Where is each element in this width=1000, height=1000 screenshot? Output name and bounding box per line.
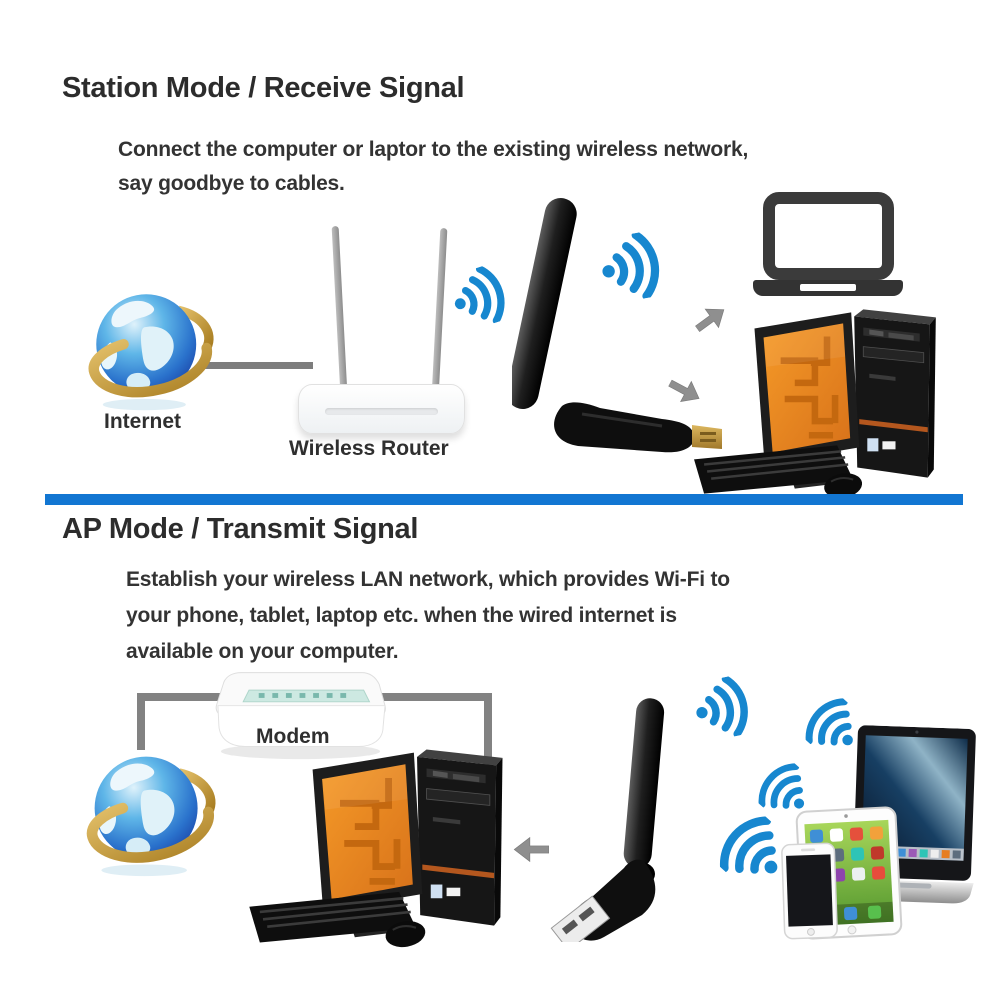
cable-modem-left	[137, 693, 232, 701]
ap-desc-line-3: available on your computer.	[126, 640, 399, 663]
ap-desc-line-2: your phone, tablet, laptop etc. when the…	[126, 604, 677, 627]
cable-modem-right-drop	[484, 693, 492, 767]
laptop-base	[753, 280, 903, 296]
ap-mode-description: Establish your wireless LAN network, whi…	[126, 562, 730, 670]
cable-globe-to-router	[205, 362, 313, 369]
wireless-router-label: Wireless Router	[289, 437, 449, 460]
desktop-pc-illustration	[690, 300, 962, 502]
router-body	[298, 384, 465, 434]
router-antenna-left	[331, 225, 348, 395]
wifi-signal-icon	[688, 672, 759, 743]
internet-label: Internet	[104, 410, 182, 433]
cable-modem-right	[372, 693, 492, 701]
station-mode-title: Station Mode / Receive Signal	[62, 72, 465, 104]
usb-wifi-adapter-illustration	[550, 698, 665, 942]
globe-icon	[82, 742, 218, 882]
arrow-icon	[513, 834, 549, 865]
modem-illustration	[215, 672, 386, 760]
station-mode-description: Connect the computer or laptor to the ex…	[118, 133, 748, 201]
laptop-notch	[800, 284, 856, 291]
router-slot	[325, 408, 438, 415]
laptop-icon	[753, 192, 903, 296]
smartphone-illustration	[781, 842, 838, 940]
section-divider	[45, 494, 963, 505]
wireless-router-illustration	[298, 225, 465, 440]
router-antenna-right	[431, 227, 448, 397]
ap-mode-title: AP Mode / Transmit Signal	[62, 513, 419, 545]
ap-desc-line-1: Establish your wireless LAN network, whi…	[126, 568, 730, 591]
usb-wifi-adapter-illustration	[512, 197, 722, 453]
laptop-screen	[763, 192, 894, 280]
station-desc-line-2: say goodbye to cables.	[118, 172, 345, 195]
station-desc-line-1: Connect the computer or laptor to the ex…	[118, 138, 749, 161]
globe-icon	[84, 280, 216, 416]
modem-label: Modem	[256, 725, 330, 748]
desktop-pc-illustration	[245, 740, 530, 951]
cable-modem-left-drop	[137, 693, 145, 750]
